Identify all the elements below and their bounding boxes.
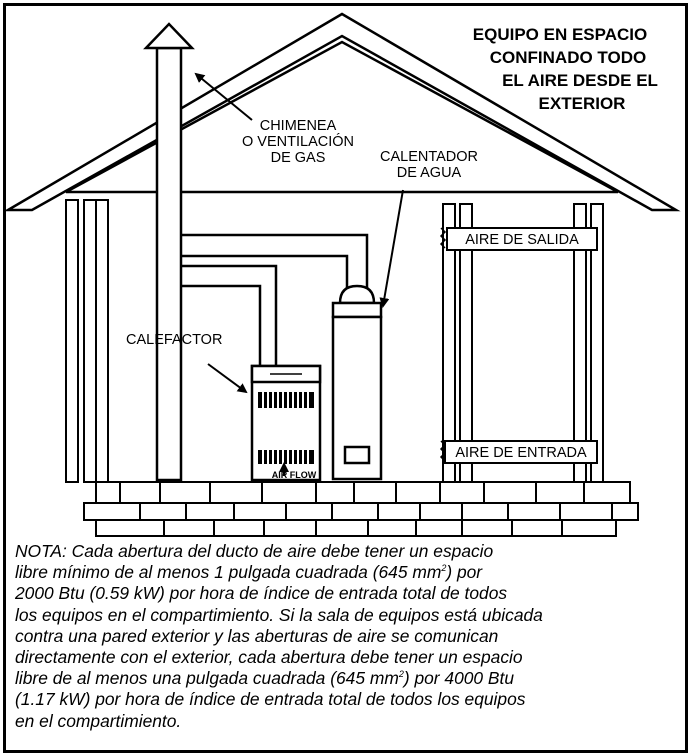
- note-line: en el compartimiento.: [15, 710, 182, 731]
- note-line: contra una pared exterior y las abertura…: [15, 625, 499, 646]
- title-line-1: EQUIPO EN ESPACIO: [473, 25, 647, 44]
- water-heater-arrow: [379, 189, 404, 308]
- note-text: NOTA: Cada abertura del ducto de aire de…: [15, 541, 675, 732]
- chimney-vent: [143, 22, 195, 482]
- chimney-label-2: O VENTILACIÓN: [242, 133, 354, 150]
- chimney-arrow: [194, 72, 253, 121]
- note-line: (1.17 kW) por hora de índice de entrada …: [15, 689, 526, 710]
- note-line: directamente con el exterior, cada abert…: [15, 647, 523, 668]
- brick-joints: [119, 482, 613, 536]
- air-outlet-label: AIRE DE SALIDA: [465, 232, 579, 248]
- air-flow-label: AIR FLOW: [272, 470, 317, 480]
- title-line-2: CONFINADO TODO: [490, 48, 646, 67]
- grille-slots: [262, 392, 309, 464]
- wall-breaks: [439, 227, 447, 462]
- furnace-arrow: [207, 363, 248, 394]
- confined-space-diagram: EQUIPO EN ESPACIO CONFINADO TODO EL AIRE…: [3, 12, 681, 537]
- note-line: libre mínimo de al menos 1 pulgada cuadr…: [15, 562, 483, 583]
- chimney-label-3: DE GAS: [271, 150, 326, 166]
- vent-pipes: [181, 233, 369, 366]
- brick-foundation: [83, 481, 639, 537]
- note-line: NOTA: Cada abertura del ducto de aire de…: [15, 541, 494, 561]
- furnace-label: CALEFACTOR: [126, 332, 222, 348]
- air-inlet-label: AIRE DE ENTRADA: [455, 445, 587, 461]
- note-line: libre de al menos una pulgada cuadrada (…: [15, 668, 515, 689]
- note-line: los equipos en el compartimiento. Si la …: [15, 604, 543, 625]
- left-wall: [65, 199, 109, 483]
- water-heater-label-1: CALENTADOR: [380, 149, 478, 165]
- roof: [3, 12, 681, 212]
- water-heater-label-2: DE AGUA: [397, 165, 462, 181]
- title-line-4: EXTERIOR: [539, 94, 626, 113]
- note-line: 2000 Btu (0.59 kW) por hora de índice de…: [15, 583, 508, 604]
- chimney-label-1: CHIMENEA: [260, 118, 337, 134]
- title-line-3: EL AIRE DESDE EL: [502, 71, 658, 90]
- label-arrows: [194, 72, 404, 394]
- air-outlet-box: [446, 227, 598, 251]
- water-heater: [331, 284, 383, 481]
